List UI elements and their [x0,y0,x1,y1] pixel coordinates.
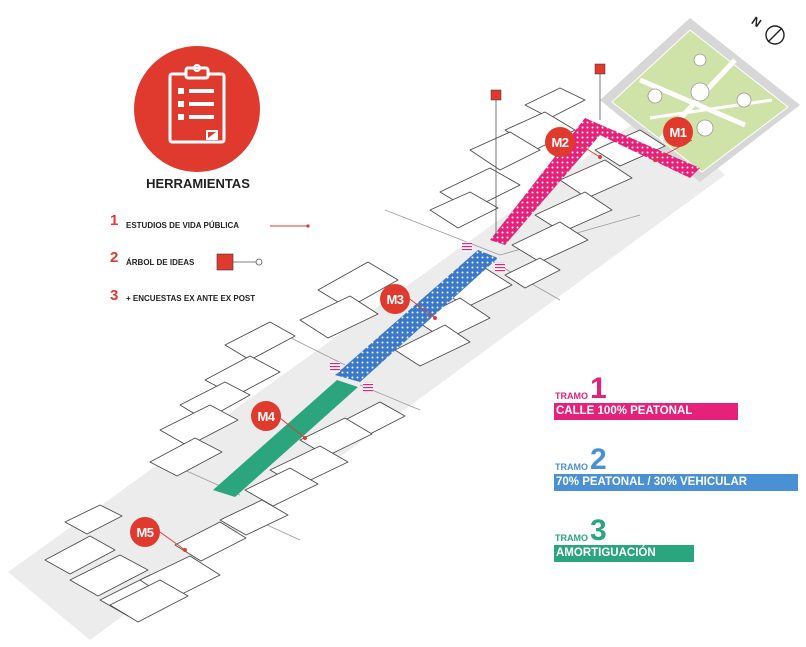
north-arrow-icon [765,25,785,45]
marker-m4: M4 [251,401,281,431]
legend-symbols [216,224,310,271]
tramo-2-number: 2 [590,443,607,476]
tramo-3-street [213,380,358,497]
tramo-1-word: TRAMO [555,391,588,401]
clipboard-icon [168,64,226,144]
idea-tree-flags [490,63,606,238]
tramo-1-description: CALLE 100% PEATONAL [554,403,738,420]
tool-3-label: + ENCUESTAS EX ANTE EX POST [126,294,256,303]
tools-icon-circle [134,46,260,172]
tramo-3-word: TRAMO [555,533,588,543]
tool-2-label: ÁRBOL DE IDEAS [126,258,195,267]
marker-m2: M2 [545,127,575,157]
tramo-1-number: 1 [590,372,607,405]
tramo-3-number: 3 [590,514,607,547]
study-lines [159,139,693,552]
tool-3-number: 3 [110,287,119,304]
tramo-3-description: AMORTIGUACIÓN [554,545,694,562]
marker-m5: M5 [130,517,160,547]
tool-2-number: 2 [110,249,119,266]
tramo-2-description: 70% PEATONAL / 30% VEHICULAR [554,474,798,491]
marker-m1: M1 [663,117,693,147]
tramo-2-street [335,250,498,382]
tool-1-number: 1 [110,212,119,229]
marker-m3: M3 [380,284,410,314]
tramo-1-street [490,118,700,245]
legend-title: HERRAMIENTAS [146,176,250,191]
crosswalks [330,242,505,392]
tramo-2-word: TRAMO [555,462,588,472]
tool-1-label: ESTUDIOS DE VIDA PÚBLICA [126,221,240,230]
